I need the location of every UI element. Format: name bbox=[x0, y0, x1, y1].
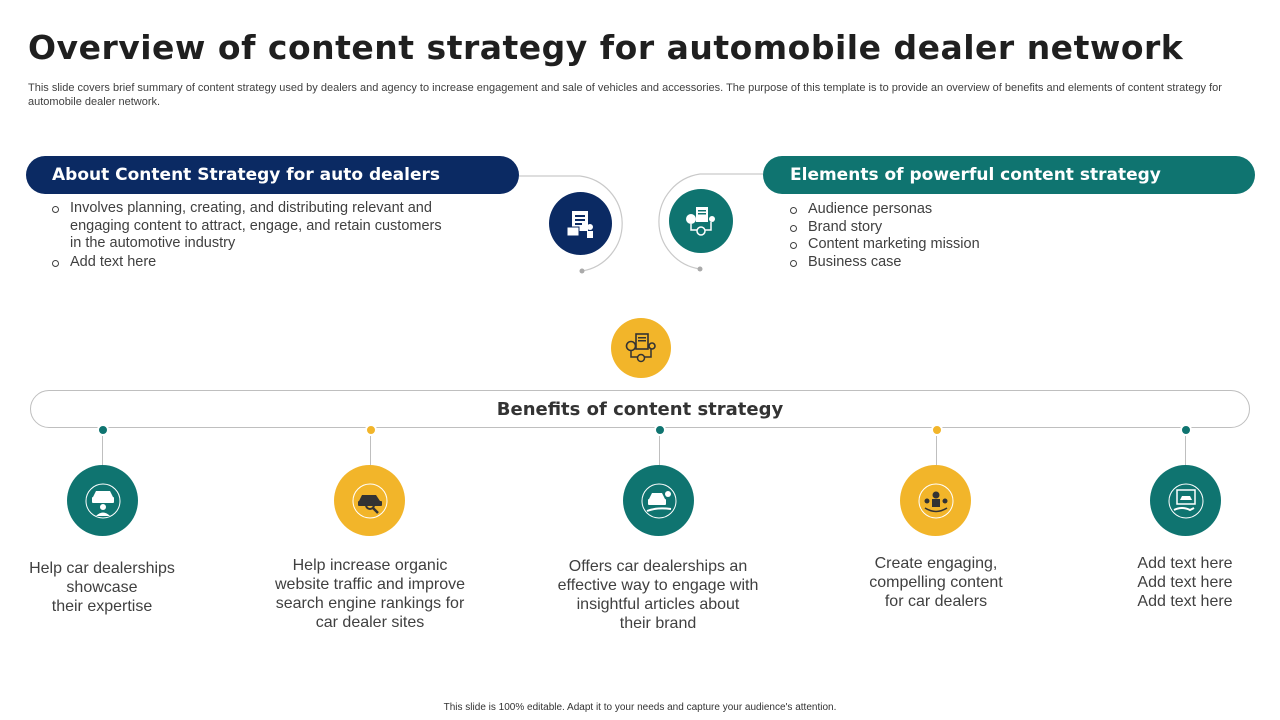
connector-line bbox=[936, 436, 937, 466]
timeline-node bbox=[654, 424, 666, 436]
car-search-icon bbox=[334, 465, 405, 536]
footer-note: This slide is 100% editable. Adapt it to… bbox=[443, 702, 837, 713]
strategy-elements-icon bbox=[669, 189, 733, 253]
car-dealer-person-icon bbox=[67, 465, 138, 536]
connector-line bbox=[370, 436, 371, 466]
list-item: Involves planning, creating, and distrib… bbox=[52, 200, 447, 253]
car-showroom-hand-icon bbox=[1150, 465, 1221, 536]
connector-line bbox=[1185, 436, 1186, 466]
list-item: Add text here bbox=[52, 254, 447, 272]
page-title: Overview of content strategy for automob… bbox=[28, 28, 1184, 67]
list-item: Content marketing mission bbox=[790, 236, 1090, 254]
benefit-text: Add text here Add text here Add text her… bbox=[1137, 555, 1233, 610]
content-document-icon bbox=[549, 192, 612, 255]
benefit-text: Help car dealerships showcase their expe… bbox=[29, 560, 175, 615]
timeline-node bbox=[97, 424, 109, 436]
timeline-node bbox=[1180, 424, 1192, 436]
benefit-text: Create engaging, compelling content for … bbox=[869, 555, 1003, 610]
team-content-icon bbox=[900, 465, 971, 536]
elements-heading: Elements of powerful content strategy bbox=[763, 156, 1255, 194]
benefits-bar: Benefits of content strategy bbox=[30, 390, 1250, 428]
benefit-text: Offers car dealerships an effective way … bbox=[557, 558, 759, 632]
list-item: Audience personas bbox=[790, 201, 1090, 219]
timeline-node bbox=[931, 424, 943, 436]
car-hand-engage-icon bbox=[623, 465, 694, 536]
timeline-node bbox=[365, 424, 377, 436]
about-heading: About Content Strategy for auto dealers bbox=[26, 156, 519, 194]
about-list: Involves planning, creating, and distrib… bbox=[52, 200, 447, 272]
connector-line bbox=[102, 436, 103, 466]
benefits-heading: Benefits of content strategy bbox=[496, 398, 784, 420]
list-item: Brand story bbox=[790, 219, 1090, 237]
benefit-text: Help increase organic website traffic an… bbox=[274, 557, 465, 631]
benefits-central-icon bbox=[611, 318, 671, 378]
connector-arcs bbox=[519, 173, 763, 274]
elements-list: Audience personas Brand story Content ma… bbox=[790, 201, 1090, 271]
page-subtitle: This slide covers brief summary of conte… bbox=[28, 82, 1222, 108]
list-item: Business case bbox=[790, 254, 1090, 272]
connector-line bbox=[659, 436, 660, 466]
